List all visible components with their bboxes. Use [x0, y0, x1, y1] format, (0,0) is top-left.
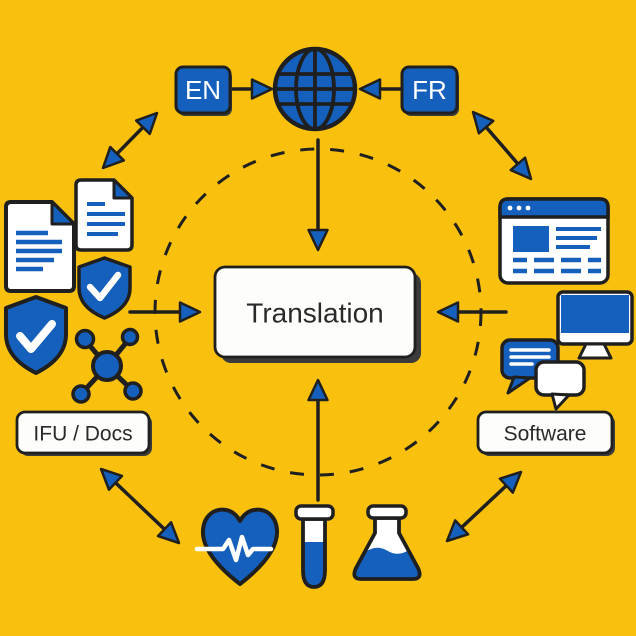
- arrow-right-to-center: [436, 301, 508, 323]
- documents-group-label: IFU / Docs: [15, 410, 152, 456]
- arrow-fr-to-globe: [358, 78, 402, 100]
- shield-check-icon: [4, 295, 68, 375]
- arrow-doubleheaded-top-right: [471, 110, 533, 181]
- arrow-globe-to-center: [307, 138, 329, 252]
- translation-box: Translation: [213, 265, 421, 363]
- software-group-label: Software: [476, 410, 615, 456]
- arrow-doubleheaded-top-left: [101, 111, 159, 170]
- target-language-label: FR: [412, 75, 447, 105]
- shield-check-icon: [77, 256, 132, 320]
- browser-window-icon: [498, 197, 610, 285]
- arrow-en-to-globe: [231, 78, 274, 100]
- test-tube-icon: [294, 504, 335, 589]
- arrow-left-to-center: [128, 301, 202, 323]
- source-language-badge: EN: [174, 65, 232, 116]
- translation-label: Translation: [246, 298, 383, 329]
- heart-pulse-icon: [194, 507, 280, 586]
- flask-icon: [352, 504, 422, 581]
- molecule-icon: [71, 327, 143, 404]
- arrow-bottom-to-center: [307, 378, 329, 502]
- target-language-badge: FR: [400, 65, 459, 116]
- documents-label: IFU / Docs: [33, 423, 132, 446]
- desktop-monitor-icon: [556, 290, 634, 360]
- software-label: Software: [504, 423, 587, 446]
- arrow-doubleheaded-bottom-right: [445, 470, 523, 543]
- document-icon: [4, 200, 76, 293]
- globe-icon: [272, 46, 358, 132]
- document-icon: [74, 178, 134, 252]
- chat-bubbles-icon: [500, 338, 586, 411]
- arrow-doubleheaded-bottom-left: [99, 467, 181, 545]
- source-language-label: EN: [185, 75, 221, 105]
